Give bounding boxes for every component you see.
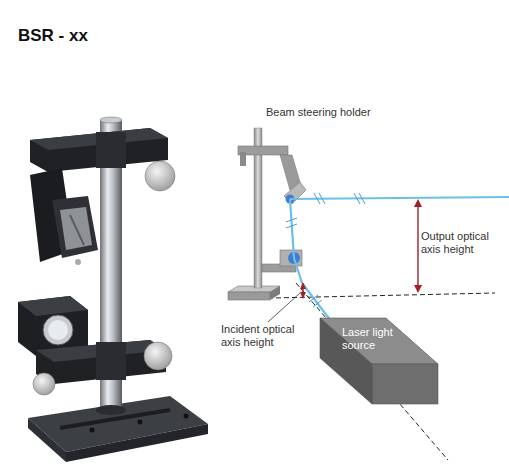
laser-box: Laser light source <box>316 314 466 466</box>
box-text: Laser light source <box>342 326 412 352</box>
title: BSR - xx <box>18 26 88 46</box>
callout-label: Beam steering holder <box>266 106 406 119</box>
callout-label: Output optical axis height <box>421 230 505 256</box>
callout-label: Incident optical axis height <box>221 323 313 349</box>
